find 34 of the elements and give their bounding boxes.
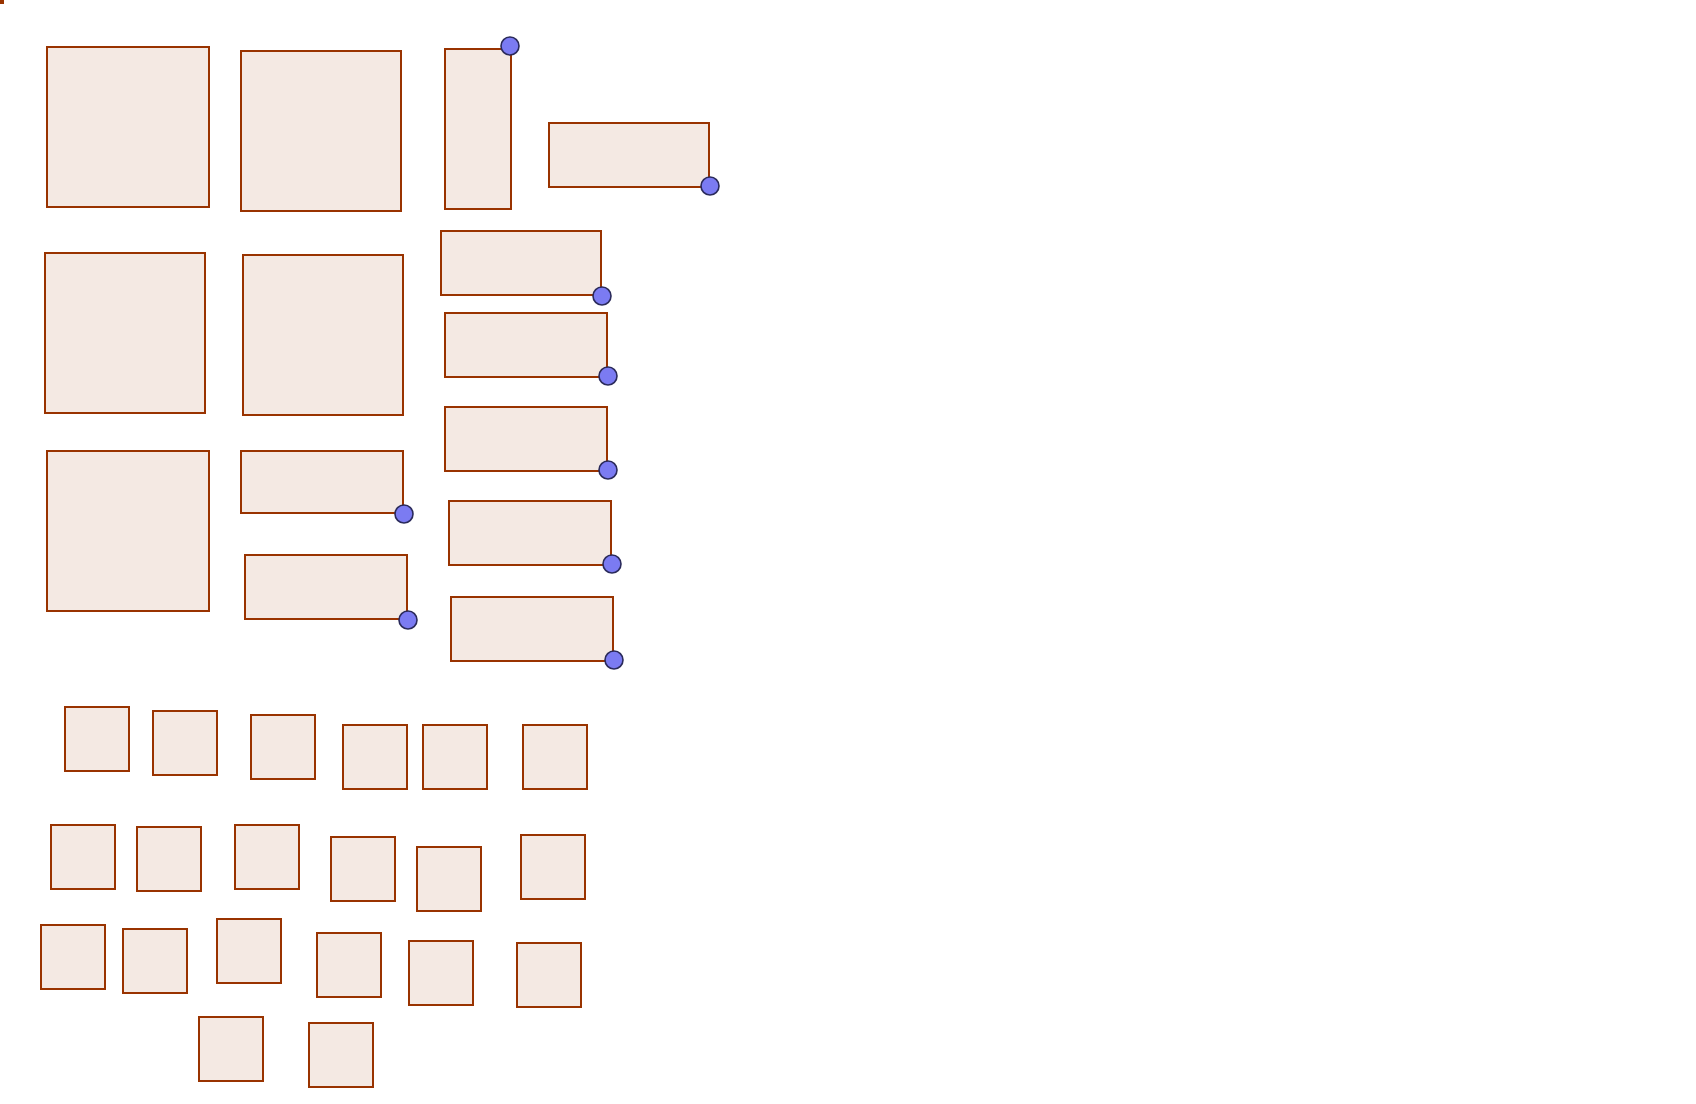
square-tile [152, 710, 218, 776]
rectangle-tile [444, 406, 608, 472]
rectangle-tile [440, 230, 602, 296]
square-tile [44, 252, 206, 414]
rectangle-tile [444, 312, 608, 378]
square-tile [216, 918, 282, 984]
square-tile [408, 940, 474, 1006]
square-tile [308, 1022, 374, 1088]
square-tile [250, 714, 316, 780]
square-tile [330, 836, 396, 902]
square-tile [516, 942, 582, 1008]
rectangle-tile [244, 554, 408, 620]
rectangle-tile [450, 596, 614, 662]
square-tile [316, 932, 382, 998]
square-tile [242, 254, 404, 416]
square-tile [520, 834, 586, 900]
rectangle-tile [444, 48, 512, 210]
rectangle-tile [448, 500, 612, 566]
square-tile [198, 1016, 264, 1082]
rectangle-tile [548, 122, 710, 188]
square-tile [522, 724, 588, 790]
square-tile [422, 724, 488, 790]
square-tile [122, 928, 188, 994]
square-tile [416, 846, 482, 912]
square-tile [342, 724, 408, 790]
square-tile [240, 50, 402, 212]
square-tile [50, 824, 116, 890]
rectangle-tile [46, 46, 210, 208]
square-tile [234, 824, 300, 890]
rectangle-tile [46, 450, 210, 612]
square-tile [136, 826, 202, 892]
square-tile [64, 706, 130, 772]
rectangle-tile [240, 450, 404, 514]
square-tile [40, 924, 106, 990]
